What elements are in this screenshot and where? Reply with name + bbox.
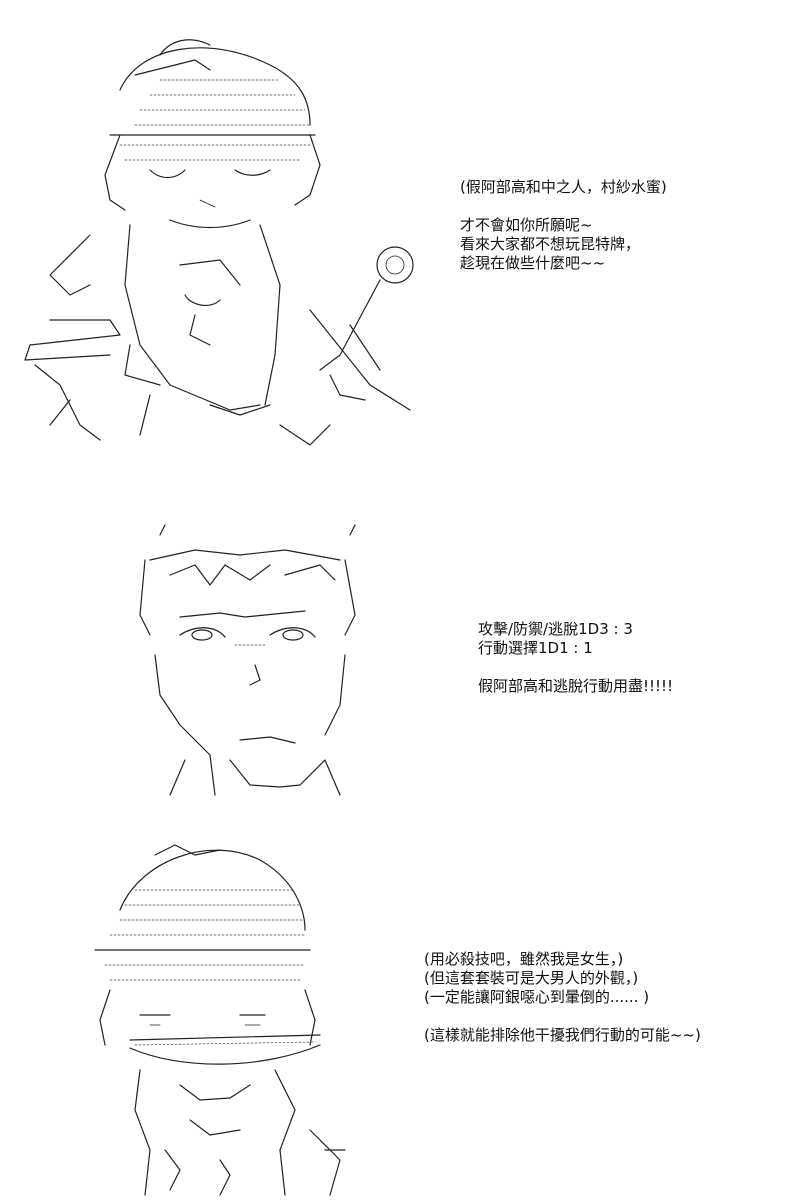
caption-line: (這樣就能排除他干擾我們行動的可能~~)	[424, 1026, 701, 1044]
caption-line: 假阿部高和逃脫行動用盡!!!!!	[478, 677, 674, 695]
caption-line: (用必殺技吧，雖然我是女生，)	[424, 950, 624, 968]
caption-gap	[424, 1007, 701, 1026]
caption-panel-2: 攻擊/防禦/逃脫1D3 : 3 行動選擇1D1 : 1 假阿部高和逃脫行動用盡!…	[478, 620, 673, 696]
panel-1: (假阿部高和中之人，村紗水蜜) 才不會如你所願呢~ 看來大家都不想玩昆特牌， 趁…	[0, 0, 800, 470]
panel-3: (用必殺技吧，雖然我是女生，) (但這套套裝可是大男人的外觀，) (一定能讓阿銀…	[0, 820, 800, 1200]
panel-2: 攻擊/防禦/逃脫1D3 : 3 行動選擇1D1 : 1 假阿部高和逃脫行動用盡!…	[0, 490, 800, 820]
caption-gap	[460, 197, 667, 216]
character-illustration	[139, 524, 356, 796]
caption-line: (一定能讓阿銀噁心到暈倒的...... )	[424, 988, 650, 1006]
caption-line: 攻擊/防禦/逃脫1D3 : 3	[478, 620, 633, 638]
caption-panel-3: (用必殺技吧，雖然我是女生，) (但這套套裝可是大男人的外觀，) (一定能讓阿銀…	[424, 950, 701, 1045]
caption-line: 才不會如你所願呢~	[460, 216, 593, 234]
caption-line: (但這套套裝可是大男人的外觀，)	[424, 969, 639, 987]
character-illustration	[24, 39, 414, 446]
caption-gap	[478, 658, 673, 677]
caption-line: 趁現在做些什麼吧~~	[460, 254, 606, 272]
ascii-art-character-hat-grin	[80, 830, 370, 1200]
caption-line: 行動選擇1D1 : 1	[478, 639, 593, 657]
character-illustration	[94, 844, 346, 1196]
ascii-art-character-hat-staff	[10, 25, 420, 455]
ascii-art-character-face	[100, 505, 370, 805]
caption-line: (假阿部高和中之人，村紗水蜜)	[460, 178, 667, 196]
caption-line: 看來大家都不想玩昆特牌，	[460, 235, 641, 253]
caption-panel-1: (假阿部高和中之人，村紗水蜜) 才不會如你所願呢~ 看來大家都不想玩昆特牌， 趁…	[460, 178, 667, 273]
